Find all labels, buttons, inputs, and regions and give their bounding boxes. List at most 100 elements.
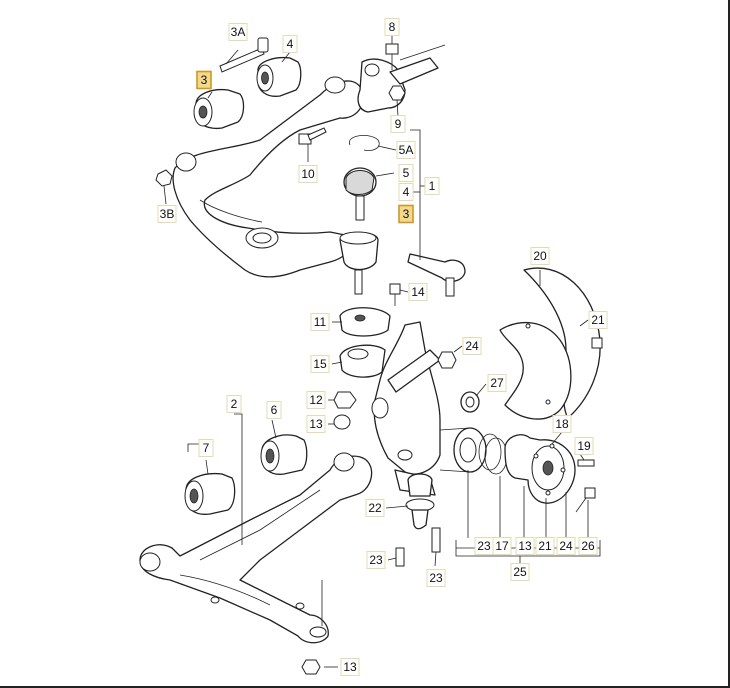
- callout-l13a: 13: [306, 415, 326, 433]
- callout-box: [398, 204, 414, 224]
- callout-box: [157, 205, 177, 223]
- callout-box: [310, 313, 330, 331]
- callout-box: [398, 164, 414, 182]
- callout-l19: 19: [574, 437, 594, 455]
- callout-l5a: 5A: [396, 141, 416, 159]
- callout-l14: 14: [408, 283, 428, 301]
- callout-number: 24: [559, 539, 573, 553]
- callout-box: [298, 165, 318, 183]
- callout-l13c: 13: [340, 658, 360, 676]
- callout-l3m: 3: [398, 204, 414, 224]
- callout-number: 21: [538, 539, 552, 553]
- callout-number: 18: [555, 417, 569, 431]
- callout-box: [306, 415, 326, 433]
- callout-l18: 18: [552, 415, 572, 433]
- callout-l9: 9: [390, 115, 406, 133]
- callout-number: 2: [231, 397, 238, 411]
- callout-box: [574, 437, 594, 455]
- lower-ball-joint: [395, 473, 441, 567]
- callout-box: [366, 551, 386, 569]
- callout-box: [462, 337, 482, 355]
- callout-l8: 8: [384, 18, 400, 36]
- callout-number: 23: [429, 571, 443, 585]
- bolt-21: [591, 337, 603, 349]
- callout-l23a: 23: [366, 551, 386, 569]
- wheel-bolt-19: [577, 459, 595, 467]
- callout-box: [266, 401, 282, 419]
- callout-l22: 22: [365, 499, 385, 517]
- callout-box: [365, 499, 385, 517]
- brake-splash-shield: [499, 267, 601, 420]
- callout-l21b: 21: [535, 537, 555, 555]
- callout-l3b: 3B: [157, 205, 177, 223]
- callout-box: [282, 35, 298, 53]
- callout-number: 13: [309, 417, 323, 431]
- callout-l26: 26: [578, 537, 598, 555]
- callout-number: 13: [518, 539, 532, 553]
- callout-number: 3: [403, 207, 410, 221]
- callout-l3a: 3A: [228, 23, 248, 41]
- callout-box: [535, 537, 555, 555]
- callout-number: 17: [495, 539, 509, 553]
- tie-rod-end: [407, 253, 466, 297]
- callout-number: 4: [403, 185, 410, 199]
- callout-box: [474, 537, 494, 555]
- callout-box: [306, 391, 326, 409]
- bushing-7: [184, 472, 236, 515]
- callout-number: 10: [301, 167, 315, 181]
- callout-number: 3B: [160, 207, 175, 221]
- callout-number: 4: [287, 37, 294, 51]
- callout-l25: 25: [510, 563, 530, 581]
- callout-number: 8: [389, 20, 396, 34]
- shim-15: [339, 344, 386, 378]
- callout-number: 12: [309, 393, 323, 407]
- callout-box: [487, 374, 507, 392]
- callout-l2: 2: [226, 395, 242, 413]
- callout-number: 9: [395, 117, 402, 131]
- callout-box: [515, 537, 535, 555]
- bushing-upper-left: [193, 88, 245, 130]
- callout-l1: 1: [424, 177, 440, 195]
- callout-number: 14: [411, 285, 425, 299]
- callout-box: [384, 18, 400, 36]
- callout-l21r: 21: [588, 311, 608, 329]
- callout-l5: 5: [398, 164, 414, 182]
- bushing-upper-right: [256, 56, 302, 97]
- callout-number: 22: [368, 501, 382, 515]
- callout-l6: 6: [266, 401, 282, 419]
- bolt-3a: [219, 37, 269, 73]
- callout-l7: 7: [198, 439, 214, 457]
- steering-knuckle: [371, 321, 441, 496]
- callout-l27: 27: [487, 374, 507, 392]
- callout-l13b: 13: [515, 537, 535, 555]
- callout-box: [396, 141, 416, 159]
- callout-box: [228, 23, 248, 41]
- callout-number: 21: [591, 313, 605, 327]
- callout-number: 13: [343, 660, 357, 674]
- callout-l11: 11: [310, 313, 330, 331]
- bushing-6: [260, 434, 308, 475]
- callout-number: 11: [314, 315, 327, 329]
- callout-l4m: 4: [398, 183, 414, 201]
- callout-number: 23: [477, 539, 491, 553]
- callout-l20: 20: [530, 247, 550, 265]
- callout-box: [530, 247, 550, 265]
- callout-box: [578, 537, 598, 555]
- callout-box: [198, 439, 214, 457]
- callout-box: [310, 355, 330, 373]
- callout-box: [390, 115, 406, 133]
- upper-ball-joint: [339, 135, 380, 295]
- callout-l15: 15: [310, 355, 330, 373]
- callout-number: 5A: [399, 143, 414, 157]
- callout-number: 26: [581, 539, 595, 553]
- callout-number: 5: [403, 166, 410, 180]
- callout-number: 24: [465, 339, 479, 353]
- nut-3b: [155, 169, 173, 187]
- callout-box: [510, 563, 530, 581]
- callout-number: 1: [429, 179, 436, 193]
- callout-box: [426, 569, 446, 587]
- callout-number: 27: [490, 376, 504, 390]
- callout-box: [226, 395, 242, 413]
- seal-11: [339, 307, 391, 337]
